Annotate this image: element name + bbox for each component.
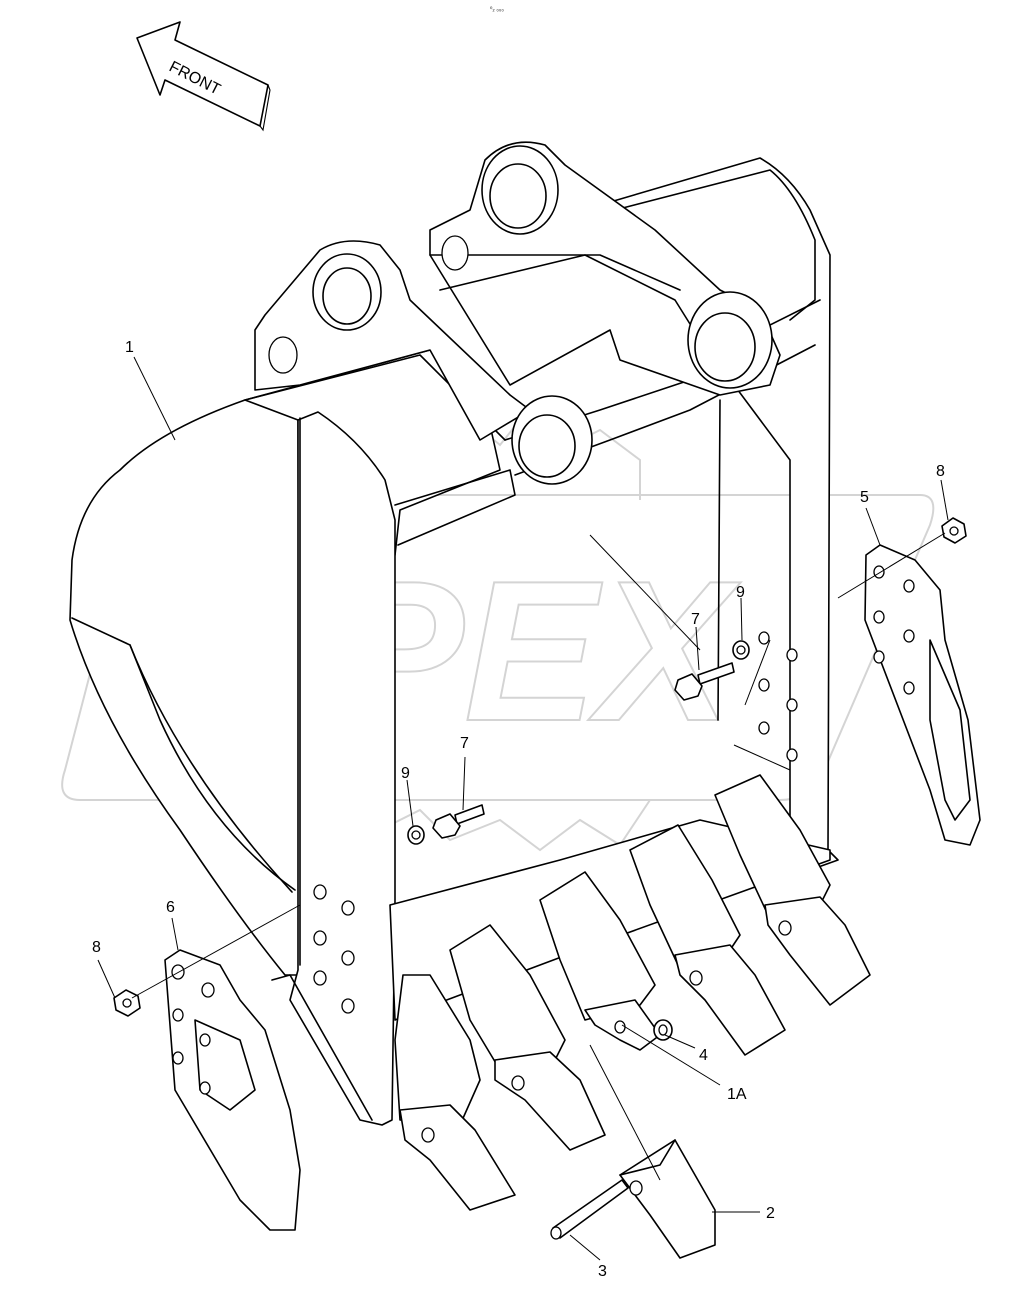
callout-labels: 1 1A 2 3 4 5 6 7 7 8 8 9 9 [92, 339, 945, 1280]
nut-right [941, 517, 967, 544]
callout-8-right: 8 [936, 463, 945, 480]
side-cutter-holes-right [758, 631, 798, 762]
leader-lines [97, 356, 949, 1261]
washer-lower [407, 825, 425, 845]
callout-1a: 1A [727, 1086, 747, 1103]
tooth-5 [714, 774, 871, 1006]
callout-1: 1 [125, 339, 134, 356]
nut-left [113, 989, 141, 1017]
callout-7-lower: 7 [460, 735, 469, 752]
tooth-1 [394, 974, 516, 1211]
front-arrow: FRONT [136, 21, 271, 132]
tooth-2 [449, 924, 606, 1151]
side-cutter-right [864, 544, 981, 846]
exploded-tooth-point [619, 1139, 716, 1259]
tooth-pin [550, 1179, 629, 1240]
callout-5: 5 [860, 489, 869, 506]
bolt-lower [432, 804, 485, 839]
callout-3: 3 [598, 1263, 607, 1280]
callout-9-lower: 9 [401, 765, 410, 782]
callout-2: 2 [766, 1205, 775, 1222]
callout-4: 4 [699, 1047, 708, 1064]
teeth-row [394, 774, 871, 1211]
side-cutter-holes-left [313, 884, 355, 1014]
callout-9-upper: 9 [736, 584, 745, 601]
callout-7-upper: 7 [691, 611, 700, 628]
callout-8-left: 8 [92, 939, 101, 956]
header-mark: ⁰₂ ₀₀₀ [490, 6, 504, 13]
side-cutter-left [164, 949, 301, 1231]
retainer-washer [653, 1019, 673, 1041]
tooth-4 [629, 824, 786, 1056]
callout-6: 6 [166, 899, 175, 916]
washer-upper [732, 640, 750, 660]
bolt-upper [674, 662, 735, 701]
